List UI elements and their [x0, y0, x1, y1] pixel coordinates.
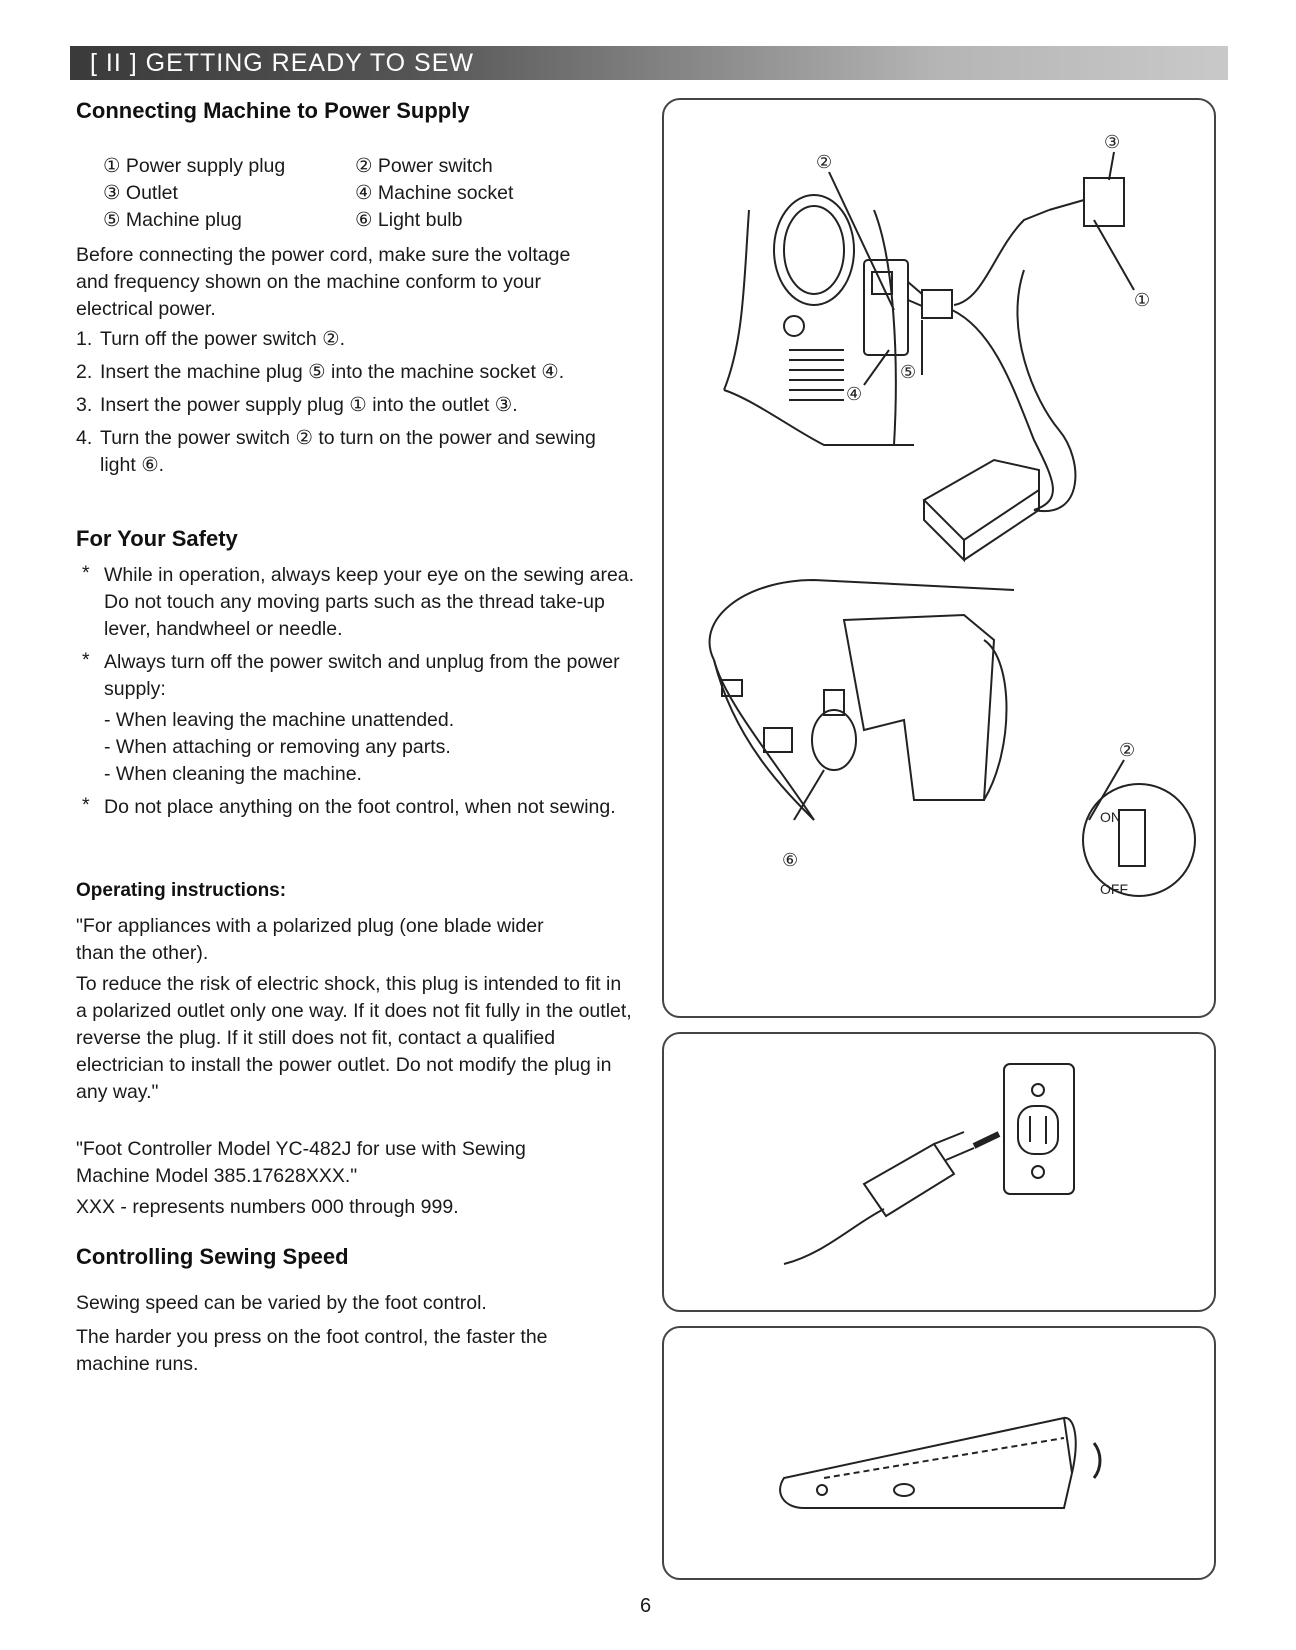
parts-row: ① Power supply plug ② Power switch	[103, 153, 513, 180]
part-item: ⑤ Machine plug	[103, 209, 242, 231]
label-off: OFF	[1100, 881, 1128, 897]
part-item: ④ Machine socket	[355, 182, 514, 204]
label-six: ⑥	[782, 850, 798, 870]
section-banner: [ II ] GETTING READY TO SEW	[70, 46, 1228, 80]
part-item: ① Power supply plug	[103, 155, 286, 177]
parts-row: ③ Outlet ④ Machine socket	[103, 180, 513, 207]
label-one: ①	[1134, 290, 1150, 310]
steps-list: 1.Turn off the power switch ②. 2.Insert …	[76, 326, 616, 485]
label-three: ③	[1104, 132, 1120, 152]
banner-title: [ II ] GETTING READY TO SEW	[90, 49, 475, 77]
step-item: 2.Insert the machine plug ⑤ into the mac…	[76, 361, 565, 383]
step-item: 4.Turn the power switch ② to turn on the…	[76, 427, 596, 476]
safety-bullet: *Always turn off the power switch and un…	[76, 649, 636, 788]
safety-bullet: *Do not place anything on the foot contr…	[82, 794, 616, 818]
intro-paragraph: Before connecting the power cord, make s…	[76, 244, 571, 320]
operating-p1: "For appliances with a polarized plug (o…	[76, 915, 544, 964]
operating-p3: "Foot Controller Model YC-482J for use w…	[76, 1138, 526, 1187]
safety-list: *While in operation, always keep your ey…	[76, 562, 636, 827]
dash-item: - When cleaning the machine.	[104, 763, 362, 785]
polarized-plug-panel	[662, 1032, 1216, 1312]
step-item: 1.Turn off the power switch ②.	[76, 328, 346, 350]
part-item: ② Power switch	[355, 155, 493, 177]
connection-illustration: ② ③ ① ⑤ ④ ⑥ ② ON OFF	[708, 132, 1196, 897]
speed-p1: Sewing speed can be varied by the foot c…	[76, 1292, 487, 1314]
parts-list: ① Power supply plug ② Power switch ③ Out…	[103, 153, 513, 234]
safety-bullet: *While in operation, always keep your ey…	[82, 562, 635, 640]
polarized-plug-illustration	[783, 1063, 1075, 1265]
dash-item: - When attaching or removing any parts.	[104, 736, 451, 758]
label-two-switch: ②	[1119, 740, 1135, 760]
label-four: ④	[846, 384, 862, 404]
connecting-title: Connecting Machine to Power Supply	[76, 98, 470, 123]
foot-control-illustration	[779, 1416, 1102, 1509]
dash-item: - When leaving the machine unattended.	[104, 709, 455, 731]
connection-illustration-panel: ② ③ ① ⑤ ④ ⑥ ② ON OFF	[662, 98, 1216, 1018]
step-item: 3.Insert the power supply plug ① into th…	[76, 394, 518, 416]
part-item: ③ Outlet	[103, 182, 178, 204]
foot-control-panel	[662, 1326, 1216, 1580]
label-on: ON	[1100, 809, 1121, 825]
label-two-top: ②	[816, 152, 832, 172]
operating-p4: XXX - represents numbers 000 through 999…	[76, 1196, 459, 1218]
page-number: 6	[640, 1595, 652, 1617]
operating-title: Operating instructions:	[76, 880, 287, 901]
part-item: ⑥ Light bulb	[355, 209, 463, 231]
operating-p2: To reduce the risk of electric shock, th…	[76, 973, 632, 1103]
speed-title: Controlling Sewing Speed	[76, 1244, 349, 1269]
speed-p2: The harder you press on the foot control…	[76, 1326, 548, 1375]
safety-title: For Your Safety	[76, 526, 238, 551]
label-five: ⑤	[900, 362, 916, 382]
parts-row: ⑤ Machine plug ⑥ Light bulb	[103, 207, 513, 234]
